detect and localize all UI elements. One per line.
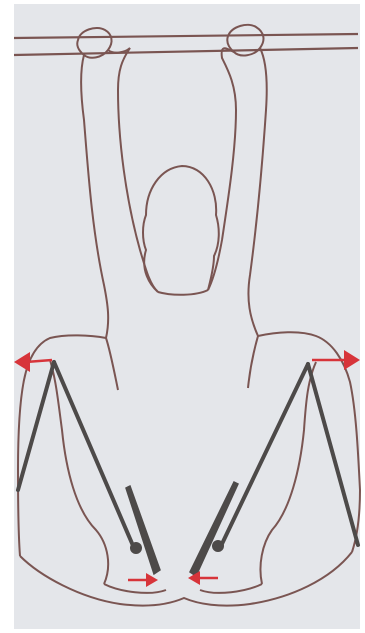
paper-background — [14, 4, 360, 629]
